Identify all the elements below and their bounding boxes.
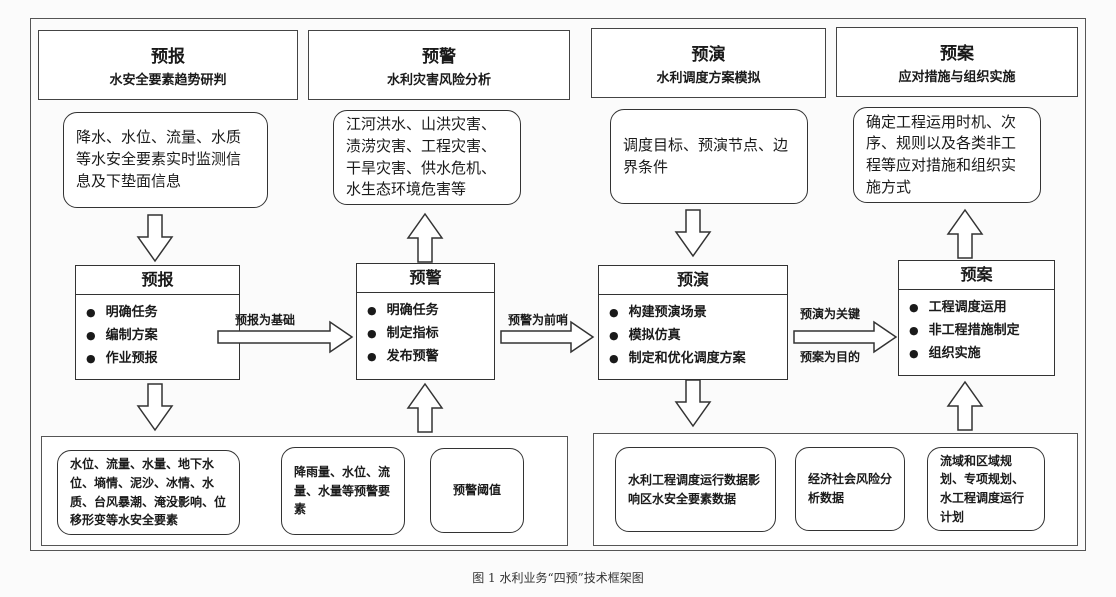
bottom-box: 经济社会风险分析数据 bbox=[795, 447, 905, 531]
arrow-right-icon bbox=[500, 320, 595, 354]
connector-label: 预案为目的 bbox=[800, 350, 861, 364]
mid-title: 预报 bbox=[76, 266, 239, 295]
header-subtitle: 应对措施与组织实施 bbox=[898, 70, 1016, 85]
top-box-rehearsal: 调度目标、预演节点、边界条件 bbox=[610, 109, 808, 204]
arrow-up-icon bbox=[946, 380, 984, 431]
bottom-box: 流域和区域规划、专项规划、水工程调度运行计划 bbox=[927, 447, 1045, 531]
mid-title: 预案 bbox=[899, 261, 1054, 290]
header-subtitle: 水利调度方案模拟 bbox=[656, 71, 761, 86]
header-subtitle: 水利灾害风险分析 bbox=[386, 73, 491, 88]
mid-box-forecast: 预报明确任务编制方案作业预报 bbox=[75, 265, 240, 380]
arrow-right-icon bbox=[217, 320, 354, 354]
list-item: 模拟仿真 bbox=[609, 324, 787, 347]
list-item: 作业预报 bbox=[86, 347, 239, 370]
list-item: 明确任务 bbox=[367, 299, 494, 322]
mid-box-rehearsal: 预演构建预演场景模拟仿真制定和优化调度方案 bbox=[598, 265, 788, 380]
header-rehearsal: 预演水利调度方案模拟 bbox=[591, 28, 826, 98]
arrow-up-icon bbox=[406, 382, 444, 433]
bottom-box: 水位、流量、水量、地下水位、墒情、泥沙、冰情、水质、台风暴潮、淹没影响、位移形变… bbox=[57, 450, 240, 535]
header-warning: 预警水利灾害风险分析 bbox=[308, 30, 570, 100]
top-box-forecast: 降水、水位、流量、水质等水安全要素实时监测信息及下垫面信息 bbox=[63, 112, 268, 208]
arrow-right-icon bbox=[793, 320, 898, 354]
mid-box-warning: 预警明确任务制定指标发布预警 bbox=[356, 263, 495, 380]
list-item: 发布预警 bbox=[367, 345, 494, 368]
arrow-down-icon bbox=[136, 214, 174, 263]
bottom-box: 水利工程调度运行数据影响区水安全要素数据 bbox=[615, 447, 776, 532]
bottom-box: 降雨量、水位、流量、水量等预警要素 bbox=[281, 447, 405, 535]
connector-label: 预演为关键 bbox=[800, 307, 861, 321]
list-item: 非工程措施制定 bbox=[909, 319, 1054, 342]
header-title: 预报 bbox=[151, 47, 185, 67]
header-title: 预警 bbox=[422, 47, 456, 67]
list-item: 工程调度运用 bbox=[909, 296, 1054, 319]
arrow-down-icon bbox=[674, 209, 712, 258]
arrow-down-icon bbox=[136, 383, 174, 432]
header-subtitle: 水安全要素趋势研判 bbox=[109, 73, 227, 88]
header-title: 预演 bbox=[691, 45, 726, 65]
arrow-down-icon bbox=[674, 379, 712, 428]
connector-label: 预报为基础 bbox=[235, 313, 296, 327]
top-box-warning: 江河洪水、山洪灾害、渍涝灾害、工程灾害、干旱灾害、供水危机、水生态环境危害等 bbox=[333, 110, 521, 205]
list-item: 制定指标 bbox=[367, 322, 494, 345]
top-box-plan: 确定工程运用时机、次序、规则以及各类非工程等应对措施和组织实施方式 bbox=[853, 107, 1041, 203]
mid-box-plan: 预案工程调度运用非工程措施制定组织实施 bbox=[898, 260, 1055, 376]
bottom-box: 预警阈值 bbox=[430, 448, 524, 533]
list-item: 编制方案 bbox=[86, 324, 239, 347]
connector-label: 预警为前哨 bbox=[508, 313, 569, 327]
arrow-up-icon bbox=[946, 208, 984, 259]
list-item: 组织实施 bbox=[909, 342, 1054, 365]
arrow-up-icon bbox=[406, 212, 444, 263]
mid-title: 预演 bbox=[599, 266, 787, 295]
figure-caption: 图 1 水利业务“四预”技术框架图 bbox=[472, 571, 644, 585]
header-title: 预案 bbox=[940, 44, 974, 64]
list-item: 明确任务 bbox=[86, 301, 239, 324]
header-forecast: 预报水安全要素趋势研判 bbox=[38, 30, 298, 100]
header-plan: 预案应对措施与组织实施 bbox=[836, 27, 1078, 97]
outer-frame bbox=[30, 18, 1086, 551]
list-item: 构建预演场景 bbox=[609, 301, 787, 324]
list-item: 制定和优化调度方案 bbox=[609, 347, 787, 370]
mid-title: 预警 bbox=[357, 264, 494, 293]
